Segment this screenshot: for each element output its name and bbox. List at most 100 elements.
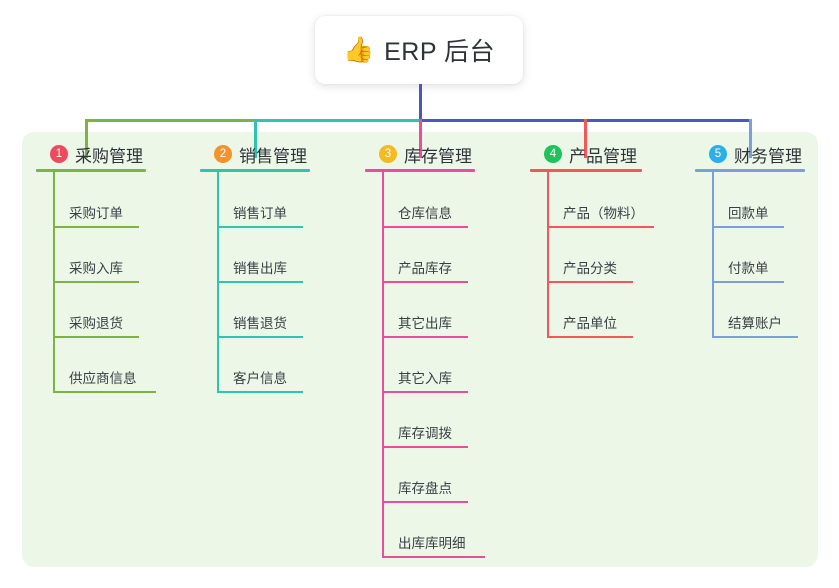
leaf-item[interactable]: 产品（物料） — [547, 202, 658, 228]
leaf-label: 销售订单 — [233, 206, 287, 221]
leaf-rule — [53, 391, 156, 393]
branch-header-rule — [36, 169, 146, 172]
leaf-rule — [217, 391, 303, 393]
bus-segment-1 — [85, 119, 257, 122]
leaf-rule — [547, 336, 633, 338]
leaf-label: 出库库明细 — [398, 536, 466, 551]
leaf-label: 采购退货 — [69, 316, 123, 331]
leaf-label: 库存调拨 — [398, 426, 452, 441]
leaf-rule — [382, 281, 468, 283]
leaf-item[interactable]: 库存盘点 — [382, 477, 472, 503]
leaf-rule — [382, 391, 468, 393]
leaf-label: 产品（物料） — [563, 206, 644, 221]
leaf-label: 产品库存 — [398, 261, 452, 276]
leaf-rule — [53, 226, 139, 228]
leaf-item[interactable]: 回款单 — [712, 202, 788, 228]
leaf-item[interactable]: 仓库信息 — [382, 202, 472, 228]
leaf-item[interactable]: 采购退货 — [53, 312, 143, 338]
branch-title: 财务管理 — [734, 146, 802, 166]
leaf-label: 销售出库 — [233, 261, 287, 276]
leaf-item[interactable]: 销售出库 — [217, 257, 307, 283]
leaf-item[interactable]: 其它入库 — [382, 367, 472, 393]
branch-column-4: 4 产品管理产品（物料） 产品分类产品单位 — [530, 140, 654, 338]
leaf-rule — [53, 281, 139, 283]
leaf-label: 供应商信息 — [69, 371, 137, 386]
leaf-rule — [712, 281, 784, 283]
branch-title: 产品管理 — [569, 146, 637, 166]
root-stem — [419, 84, 422, 122]
leaf-label: 回款单 — [728, 206, 769, 221]
leaf-label: 销售退货 — [233, 316, 287, 331]
thumbs-up-icon: 👍 — [342, 35, 375, 64]
branch-title: 销售管理 — [239, 146, 307, 166]
branch-title: 采购管理 — [75, 146, 143, 166]
leaf-item[interactable]: 付款单 — [712, 257, 788, 283]
branch-title: 库存管理 — [404, 146, 472, 166]
branch-spine — [382, 169, 384, 558]
leaf-item[interactable]: 其它出库 — [382, 312, 472, 338]
branch-header-rule — [530, 169, 642, 172]
leaf-item[interactable]: 供应商信息 — [53, 367, 160, 393]
leaf-rule — [547, 281, 633, 283]
leaf-rule — [382, 446, 468, 448]
leaf-label: 采购入库 — [69, 261, 123, 276]
root-node[interactable]: 👍 ERP 后台 — [315, 16, 523, 84]
bus-segment-3 — [419, 119, 587, 122]
leaf-label: 仓库信息 — [398, 206, 452, 221]
leaf-item[interactable]: 销售订单 — [217, 202, 307, 228]
leaf-rule — [217, 281, 303, 283]
leaf-label: 客户信息 — [233, 371, 287, 386]
branch-index-badge: 1 — [50, 145, 68, 163]
branch-header-1[interactable]: 1 采购管理 — [36, 140, 143, 168]
leaf-item[interactable]: 产品库存 — [382, 257, 472, 283]
bus-segment-2 — [254, 119, 422, 122]
leaf-label: 其它入库 — [398, 371, 452, 386]
leaf-item[interactable]: 采购订单 — [53, 202, 143, 228]
branch-drop-2 — [254, 119, 257, 158]
branch-header-2[interactable]: 2 销售管理 — [200, 140, 307, 168]
leaf-item[interactable]: 库存调拨 — [382, 422, 472, 448]
branch-header-rule — [695, 169, 805, 172]
branch-drop-4 — [584, 119, 587, 158]
branches-panel — [22, 132, 818, 567]
branch-spine — [712, 169, 714, 338]
branch-drop-5 — [749, 119, 752, 158]
branch-column-2: 2 销售管理销售订单销售出库销售退货客户信息 — [200, 140, 310, 393]
leaf-label: 其它出库 — [398, 316, 452, 331]
leaf-label: 产品分类 — [563, 261, 617, 276]
bus-segment-4 — [584, 119, 752, 122]
leaf-rule — [217, 336, 303, 338]
branch-header-rule — [200, 169, 310, 172]
leaf-item[interactable]: 出库库明细 — [382, 532, 489, 558]
branch-header-4[interactable]: 4 产品管理 — [530, 140, 637, 168]
branch-header-rule — [365, 169, 475, 172]
leaf-rule — [382, 336, 468, 338]
leaf-rule — [382, 501, 468, 503]
leaf-rule — [53, 336, 139, 338]
leaf-rule — [547, 226, 654, 228]
leaf-label: 采购订单 — [69, 206, 123, 221]
leaf-label: 付款单 — [728, 261, 769, 276]
branch-index-badge: 4 — [544, 145, 562, 163]
branch-drop-1 — [85, 119, 88, 158]
leaf-rule — [712, 336, 798, 338]
leaf-rule — [382, 556, 485, 558]
leaf-rule — [382, 226, 468, 228]
leaf-item[interactable]: 结算账户 — [712, 312, 802, 338]
leaf-item[interactable]: 产品单位 — [547, 312, 637, 338]
leaf-item[interactable]: 产品分类 — [547, 257, 637, 283]
leaf-label: 结算账户 — [728, 316, 782, 331]
leaf-rule — [712, 226, 784, 228]
branch-spine — [547, 169, 549, 338]
leaf-item[interactable]: 客户信息 — [217, 367, 307, 393]
leaf-item[interactable]: 采购入库 — [53, 257, 143, 283]
leaf-label: 产品单位 — [563, 316, 617, 331]
leaf-rule — [217, 226, 303, 228]
leaf-item[interactable]: 销售退货 — [217, 312, 307, 338]
branch-index-badge: 2 — [214, 145, 232, 163]
root-title: ERP 后台 — [384, 38, 496, 66]
